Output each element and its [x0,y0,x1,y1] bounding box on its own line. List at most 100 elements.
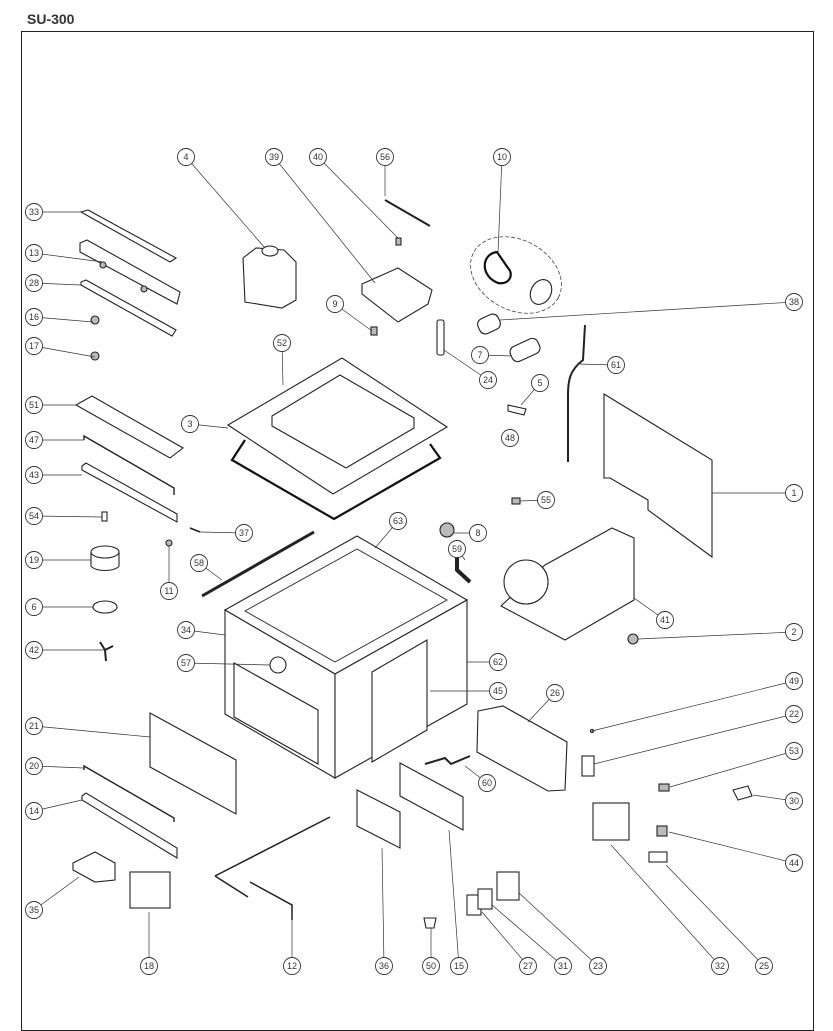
callout-15: 15 [450,957,468,975]
callout-26: 26 [546,684,564,702]
callout-10: 10 [493,148,511,166]
callout-circle [25,466,43,484]
part-terminal-25 [648,851,668,863]
callout-47: 47 [25,431,43,449]
callout-38: 38 [785,293,803,311]
callout-number: 25 [759,961,769,971]
part-board-36 [356,789,401,849]
part-transformer-32 [592,802,630,841]
callout-number: 9 [332,299,337,309]
part-bar-13 [79,239,181,305]
callout-number: 30 [789,796,799,806]
callout-number: 24 [483,375,493,385]
part-valve-31 [477,888,493,910]
callout-27: 27 [519,957,537,975]
part-board-15 [399,762,464,831]
callout-circle [25,203,43,221]
part-window-10 [470,236,562,314]
part-bar-20 [83,764,175,822]
callout-20: 20 [25,757,43,775]
part-screw-55 [511,497,521,505]
callout-circle [785,484,803,502]
part-plate-39 [361,267,433,323]
callout-42: 42 [25,641,43,659]
part-bar-47 [83,434,175,495]
callout-circle [785,792,803,810]
callout-number: 4 [183,152,188,162]
callout-52: 52 [273,334,291,352]
part-plug-30 [732,785,753,801]
callout-61: 61 [607,356,625,374]
part-lid-3 [226,357,449,495]
callout-circle [785,293,803,311]
leader-line-16 [33,316,94,323]
callout-number: 42 [29,645,39,655]
callout-number: 33 [29,207,39,217]
part-vent-45 [371,639,428,763]
callout-number: 36 [379,961,389,971]
leader-line-49 [591,680,795,732]
callout-circle [469,524,487,542]
callout-circle [25,507,43,525]
part-transformer-18 [129,871,171,909]
part-tray-26 [476,705,568,792]
callout-circle [531,374,549,392]
callout-51: 51 [25,396,43,414]
callout-number: 58 [194,558,204,568]
callout-number: 49 [789,676,799,686]
leader-lines [33,156,795,967]
callout-number: 28 [29,278,39,288]
callout-number: 61 [611,360,621,370]
callout-circle [755,957,773,975]
callout-33: 33 [25,203,43,221]
callout-number: 16 [29,312,39,322]
callout-circle [448,540,466,558]
part-fittings-2 [627,633,639,645]
callout-50: 50 [422,957,440,975]
part-strip-51 [74,395,184,459]
callout-6: 6 [25,598,43,616]
callout-number: 10 [497,152,507,162]
callout-31: 31 [554,957,572,975]
callout-number: 41 [660,615,670,625]
callout-9: 9 [326,295,344,313]
callout-30: 30 [785,792,803,810]
callout-22: 22 [785,705,803,723]
leader-line-22 [593,713,795,765]
callout-number: 34 [181,625,191,635]
callout-number: 13 [29,248,39,258]
part-bracket-12 [214,816,331,920]
callout-number: 59 [452,544,462,554]
leader-line-54 [33,515,103,518]
callout-55: 55 [537,491,555,509]
leader-line-21 [33,725,151,738]
part-knob-50 [423,917,437,929]
callout-circle [478,774,496,792]
callout-circle [785,623,803,641]
callout-18: 18 [140,957,158,975]
parts-layer [72,199,753,929]
part-control-panel-21 [149,712,237,815]
callout-circle [479,371,497,389]
callout-13: 13 [25,244,43,262]
callout-circle [422,957,440,975]
callout-circle [265,148,283,166]
callout-36: 36 [375,957,393,975]
leader-line-36 [381,847,385,967]
callout-number: 39 [269,152,279,162]
part-pin-37 [189,527,201,533]
callout-number: 37 [239,528,249,538]
callout-circle [273,334,291,352]
part-cylinder-38 [477,313,501,335]
callout-circle [326,295,344,313]
leader-line-2 [637,631,795,640]
callout-number: 14 [29,806,39,816]
callout-number: 52 [277,338,287,348]
part-bar-14 [81,792,178,859]
callout-circle [489,653,507,671]
part-elbow-59 [455,556,472,584]
part-hinge-16 [90,315,100,325]
callout-circle [25,757,43,775]
